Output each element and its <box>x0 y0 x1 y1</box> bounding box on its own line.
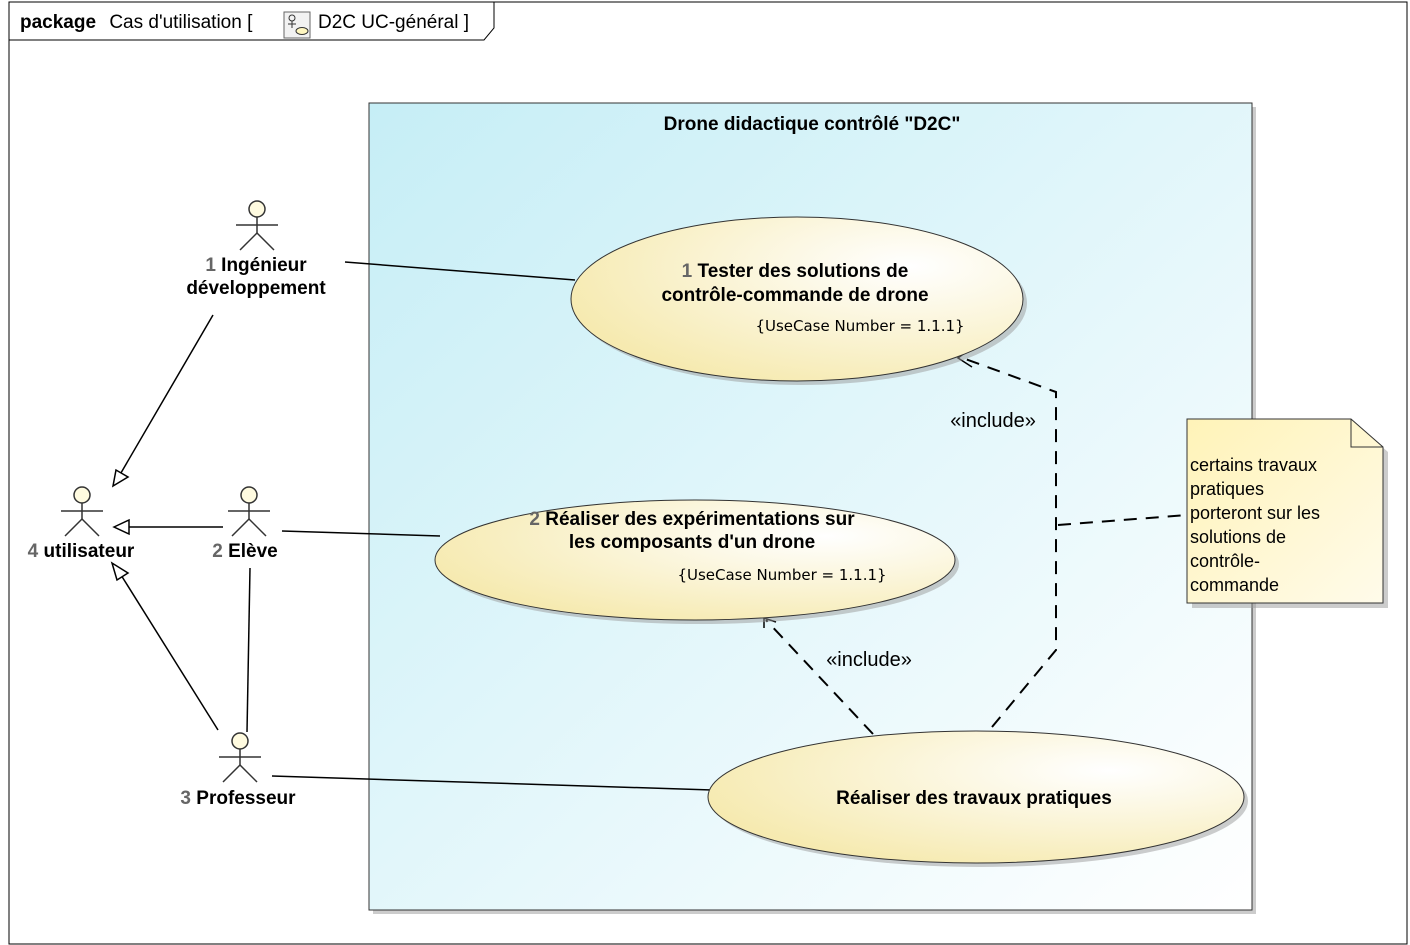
uc1-number: 1 <box>682 261 693 282</box>
note-line-1: certains travaux <box>1190 455 1317 475</box>
note-line-6: commande <box>1190 575 1279 595</box>
actor-ingenieur-number: 1 <box>205 255 216 276</box>
actor-eleve-icon <box>228 486 270 537</box>
include-uc3-uc2-line <box>765 619 874 735</box>
uc2-number: 2 <box>529 509 540 530</box>
association-eleve-professeur <box>246 567 251 733</box>
actor-ingenieur-name: Ingénieur <box>221 255 307 276</box>
actor-professeur-label: 3 Professeur <box>180 788 296 809</box>
note-text: certains travaux pratiques porteront sur… <box>1190 455 1325 595</box>
system-title: Drone didactique contrôlé "D2C" <box>664 114 961 135</box>
note-line-3: porteront sur les <box>1190 503 1320 523</box>
generalization-professeur-utilisateur <box>110 561 219 731</box>
actor-eleve-name: Elève <box>228 541 278 562</box>
uc3-name: Réaliser des travaux pratiques <box>836 788 1112 809</box>
actor-professeur[interactable]: 3 Professeur <box>180 732 296 809</box>
relations <box>110 261 713 791</box>
actor-utilisateur-icon <box>61 486 103 537</box>
frame-keyword: package <box>20 12 96 33</box>
actor-utilisateur-label: 4 utilisateur <box>28 541 135 562</box>
note-line-2: pratiques <box>1190 479 1264 499</box>
actor-eleve-number: 2 <box>212 541 223 562</box>
actor-professeur-icon <box>219 732 261 783</box>
generalization-ingenieur-utilisateur <box>111 314 214 488</box>
actor-professeur-name: Professeur <box>196 788 296 809</box>
use-case-diagram-icon <box>283 11 311 39</box>
generalization-eleve-utilisateur <box>112 518 223 536</box>
uc1-name: Tester des solutions de <box>698 261 909 282</box>
include-label-uc1: «include» <box>950 410 1036 432</box>
uc2-name-line1: 2 Réaliser des expérimentations sur <box>529 509 855 530</box>
note-line-5: contrôle- <box>1190 551 1260 571</box>
note-line-4: solutions de <box>1190 527 1286 547</box>
frame-title: package Cas d'utilisation [ <box>20 12 253 33</box>
uc1-property: {UseCase Number = 1.1.1} <box>755 317 964 335</box>
frame-diagram-name: D2C UC-général ] <box>318 12 469 33</box>
use-case-uc3[interactable]: Réaliser des travaux pratiques <box>707 730 1248 867</box>
frame-name: Cas d'utilisation [ <box>109 12 253 33</box>
include-uc3-uc1-line <box>959 356 1057 728</box>
actor-ingenieur-icon <box>236 200 278 251</box>
comment-note[interactable]: certains travaux pratiques porteront sur… <box>1186 418 1388 608</box>
actor-professeur-number: 3 <box>180 788 191 809</box>
association-eleve-uc2 <box>281 530 441 537</box>
uc1-name-line2: contrôle-commande de drone <box>661 285 928 306</box>
uc2-name-line2: les composants d'un drone <box>569 532 815 553</box>
uc2-property: {UseCase Number = 1.1.1} <box>677 566 886 584</box>
actor-eleve[interactable]: 2 Elève <box>212 486 278 562</box>
actor-eleve-label: 2 Elève <box>212 541 278 562</box>
uc2-name: Réaliser des expérimentations sur <box>545 509 855 530</box>
actor-ingenieur-name-line2: développement <box>186 278 326 299</box>
use-case-uc2[interactable]: 2 Réaliser des expérimentations sur les … <box>434 499 959 624</box>
actor-utilisateur-name: utilisateur <box>44 541 135 562</box>
association-ingenieur-uc1 <box>344 261 576 281</box>
use-case-uc1[interactable]: 1 Tester des solutions de contrôle-comma… <box>570 216 1027 385</box>
association-professeur-uc3 <box>271 775 713 791</box>
actor-utilisateur-number: 4 <box>28 541 39 562</box>
include-dependencies <box>765 356 1188 735</box>
uc1-name-line1: 1 Tester des solutions de <box>682 261 909 282</box>
package-frame: package Cas d'utilisation [ D2C UC-génér… <box>8 1 1408 945</box>
actor-utilisateur[interactable]: 4 utilisateur <box>28 486 135 562</box>
actor-ingenieur[interactable]: 1 Ingénieur développement <box>186 200 326 299</box>
include-label-uc2: «include» <box>826 649 912 671</box>
actor-ingenieur-name-line1: 1 Ingénieur <box>205 255 307 276</box>
